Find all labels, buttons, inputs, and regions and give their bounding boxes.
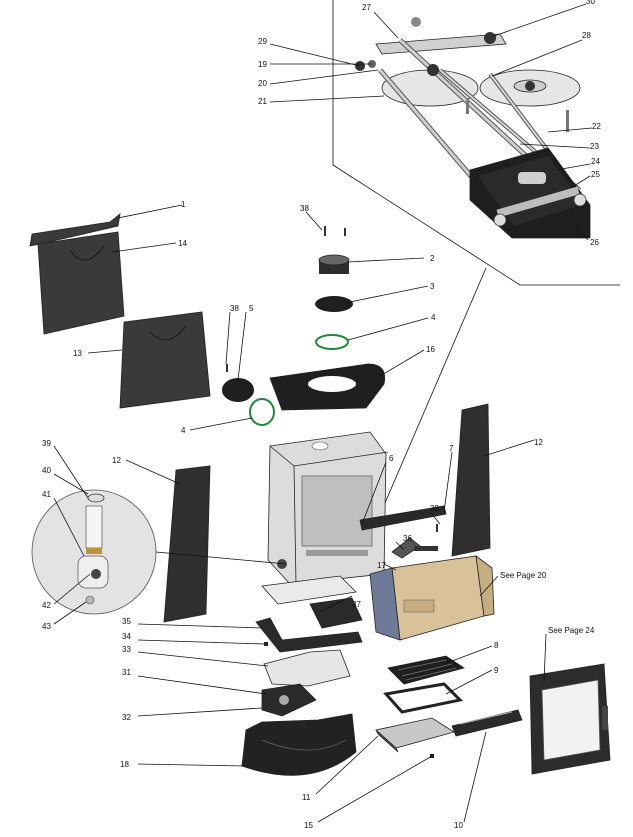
part-38-screws-top xyxy=(324,226,346,236)
label-1: 1 xyxy=(181,200,186,209)
label-29: 29 xyxy=(258,37,267,46)
label-3: 3 xyxy=(430,282,435,291)
part-36-bracket xyxy=(391,537,438,559)
part-17-firebricks xyxy=(369,555,495,641)
part-35-ashpan-carrier xyxy=(255,617,363,653)
note-see-page-24: See Page 24 xyxy=(548,626,595,635)
part-12-left-side-panel xyxy=(163,465,211,623)
part-10-ash-rail xyxy=(451,709,523,737)
label-20: 20 xyxy=(258,79,267,88)
label-24: 24 xyxy=(591,157,600,166)
part-13-panel xyxy=(119,311,211,409)
air-control-mechanism xyxy=(355,17,591,239)
detail-inset-border xyxy=(332,0,620,511)
label-36: 36 xyxy=(403,534,412,543)
label-38-top: 38 xyxy=(300,204,309,213)
part-38-screws-left xyxy=(204,364,228,378)
part-1-baffle xyxy=(29,213,121,247)
label-10: 10 xyxy=(454,821,463,830)
part-18-base xyxy=(241,713,357,776)
label-4-top: 4 xyxy=(431,313,436,322)
note-see-page-20: See Page 20 xyxy=(500,571,547,580)
part-16-top-plate xyxy=(269,363,386,411)
label-23: 23 xyxy=(590,142,599,151)
part-2-flue-collar xyxy=(318,254,350,274)
label-16: 16 xyxy=(426,345,435,354)
label-5: 5 xyxy=(249,304,254,313)
label-12-left: 12 xyxy=(112,456,121,465)
label-4-left: 4 xyxy=(181,426,186,435)
label-19: 19 xyxy=(258,60,267,69)
label-41: 41 xyxy=(42,490,51,499)
label-13: 13 xyxy=(73,349,82,358)
part-38-screw-right xyxy=(436,524,438,532)
label-39: 39 xyxy=(42,439,51,448)
part-12-right-side-panel xyxy=(451,403,491,557)
label-6: 6 xyxy=(389,454,394,463)
label-33: 33 xyxy=(122,645,131,654)
label-34: 34 xyxy=(122,632,131,641)
label-38-left: 38 xyxy=(230,304,239,313)
part-14-rear-panel xyxy=(37,231,125,335)
label-28: 28 xyxy=(582,31,591,40)
part-4-cover-gasket xyxy=(249,398,275,426)
label-17: 17 xyxy=(377,561,386,570)
stove-door xyxy=(529,663,611,775)
label-31: 31 xyxy=(122,668,131,677)
label-14: 14 xyxy=(178,239,187,248)
label-30: 30 xyxy=(586,0,595,6)
label-35: 35 xyxy=(122,617,131,626)
label-21: 21 xyxy=(258,97,267,106)
part-3-blanking-plate xyxy=(315,296,353,312)
label-43: 43 xyxy=(42,622,51,631)
part-5-spigot-cover xyxy=(222,378,254,402)
label-2: 2 xyxy=(430,254,435,263)
part-number-labels: 1 14 13 38 2 3 4 16 38 5 4 6 7 38 36 17 … xyxy=(42,0,601,830)
part-33-deflector-plate xyxy=(263,649,351,687)
label-42: 42 xyxy=(42,601,51,610)
label-22: 22 xyxy=(592,122,601,131)
label-9: 9 xyxy=(494,666,499,675)
part-9-grate-frame xyxy=(383,682,464,714)
part-37-plate xyxy=(261,575,363,629)
label-11: 11 xyxy=(302,793,311,802)
label-25: 25 xyxy=(591,170,600,179)
label-32: 32 xyxy=(122,713,131,722)
label-7: 7 xyxy=(449,444,454,453)
part-11-ashpan xyxy=(375,717,455,753)
part-4-top-gasket xyxy=(315,334,349,350)
label-18: 18 xyxy=(120,760,129,769)
leader-lines xyxy=(53,3,593,823)
part-8-grate xyxy=(387,655,465,685)
part-6-rail xyxy=(359,505,447,531)
part-34-screw xyxy=(264,642,268,646)
label-8: 8 xyxy=(494,641,499,650)
label-38-right: 38 xyxy=(430,504,439,513)
part-31-air-box xyxy=(261,683,317,717)
label-40: 40 xyxy=(42,466,51,475)
stove-body xyxy=(267,431,389,585)
label-27: 27 xyxy=(362,3,371,12)
detail-circle-inlet xyxy=(31,489,157,615)
label-37: 37 xyxy=(352,600,361,609)
label-26: 26 xyxy=(590,238,599,247)
label-15: 15 xyxy=(304,821,313,830)
label-12-right: 12 xyxy=(534,438,543,447)
